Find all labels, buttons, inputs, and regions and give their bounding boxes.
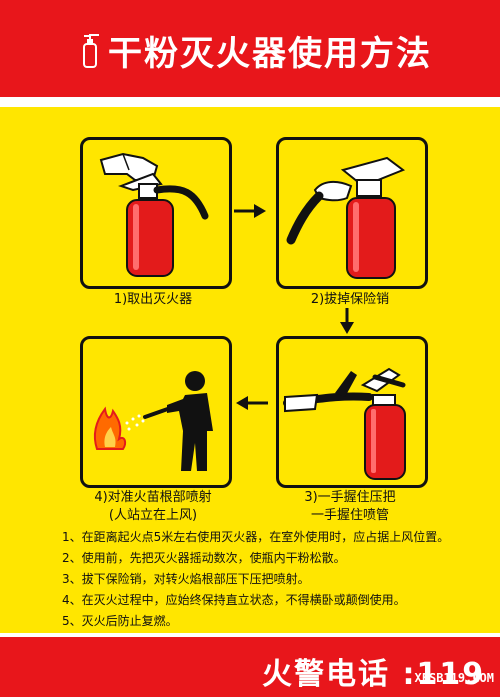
caption-line: 3)一手握住压把 bbox=[304, 490, 396, 505]
caption-line: 4)对准火苗根部喷射 bbox=[94, 490, 212, 505]
caption-line: 一手握住喷管 bbox=[310, 508, 389, 523]
illustration-take-out bbox=[99, 152, 209, 277]
footer-divider bbox=[0, 633, 500, 637]
instruction-item: 1、在距离起火点5米左右使用灭火器，在室外使用时，应占据上风位置。 bbox=[62, 530, 450, 544]
instruction-item: 3、拔下保险销，对转火焰根部压下压把喷射。 bbox=[62, 572, 310, 586]
instruction-item: 4、在灭火过程中，应始终保持直立状态，不得横卧或颠倒使用。 bbox=[62, 593, 406, 607]
arrow-down-icon bbox=[340, 308, 354, 334]
illustration-hold-lever bbox=[283, 367, 406, 480]
panel-take-out bbox=[80, 137, 232, 289]
caption-line: 2)拔掉保险销 bbox=[310, 292, 390, 307]
watermark: XFSB119.COM bbox=[414, 671, 494, 685]
arrow-right-icon bbox=[234, 204, 266, 218]
footer-banner: 火警电话 :119 XFSB119.COM bbox=[0, 637, 500, 697]
panel-hold-lever bbox=[276, 336, 428, 488]
caption-step-4: 4)对准火苗根部喷射 (人站立在上风) bbox=[63, 489, 243, 525]
fire-hotline: 火警电话 :119 bbox=[262, 657, 486, 692]
illustration-pull-pin bbox=[286, 156, 406, 279]
caption-line: 1)取出灭火器 bbox=[113, 292, 193, 307]
instructions-list: 1、在距离起火点5米左右使用灭火器，在室外使用时，应占据上风位置。 2、使用前，… bbox=[62, 527, 482, 632]
fire-extinguisher-icon bbox=[83, 34, 99, 68]
panel-spray-fire bbox=[80, 336, 232, 488]
panel-pull-pin bbox=[276, 137, 428, 289]
caption-step-2: 2)拔掉保险销 bbox=[260, 291, 440, 309]
caption-step-1: 1)取出灭火器 bbox=[63, 291, 243, 309]
caption-line: (人站立在上风) bbox=[108, 508, 198, 523]
header-banner: 干粉灭火器使用方法 bbox=[0, 0, 500, 97]
arrow-left-icon bbox=[236, 396, 268, 410]
instruction-item: 2、使用前，先把灭火器摇动数次，使瓶内干粉松散。 bbox=[62, 551, 346, 565]
instruction-item: 5、灭火后防止复燃。 bbox=[62, 614, 178, 628]
page-title: 干粉灭火器使用方法 bbox=[108, 34, 432, 74]
illustration-spray-fire bbox=[93, 371, 213, 471]
caption-step-3: 3)一手握住压把 一手握住喷管 bbox=[260, 489, 440, 525]
header-divider bbox=[0, 97, 500, 107]
